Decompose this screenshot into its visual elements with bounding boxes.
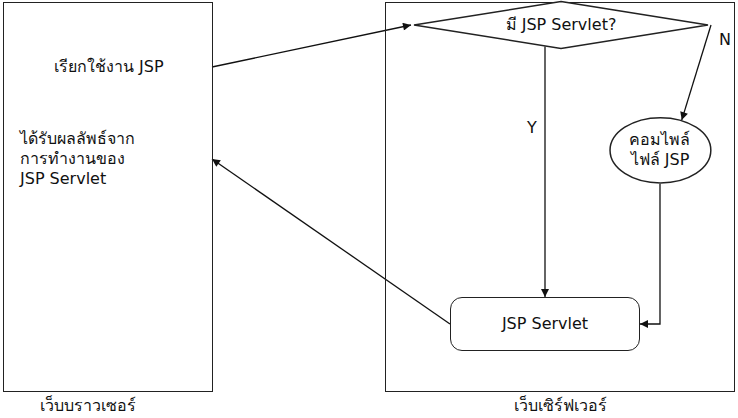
flow-arrow (682, 25, 711, 120)
browser-panel: เว็บบราวเซอร์เรียกใช้งาน JSPได้รับผลลัพธ… (3, 2, 213, 392)
panel-caption: เว็บเซิร์ฟเวอร์ (386, 396, 734, 416)
branch-label: Y (525, 118, 539, 137)
request-step: เรียกใช้งาน JSP (50, 53, 212, 81)
decision-diamond: มี JSP Servlet? (411, 1, 711, 49)
panel-caption: เว็บบราวเซอร์ (40, 396, 136, 416)
node-text: มี JSP Servlet? (506, 15, 617, 35)
diamond-outline-shape (414, 1, 708, 48)
node-text: เรียกใช้งาน JSP (54, 57, 208, 77)
flow-arrow (212, 159, 450, 324)
flow-arrow (212, 25, 411, 67)
flow-arrow (544, 46, 545, 297)
result-step: ได้รับผลลัพธ์จาก การทำงานของ JSP Servlet (16, 125, 212, 193)
server-panel: เว็บเซิร์ฟเวอร์มี JSP Servlet?คอมไพล์ ไฟ… (385, 2, 735, 392)
process-box: JSP Servlet (450, 297, 640, 351)
process-ellipse: คอมไพล์ ไฟล์ JSP (609, 117, 712, 184)
node-text: JSP Servlet (502, 314, 588, 334)
ellipse-outline-shape (610, 118, 711, 183)
node-text: คอมไพล์ ไฟล์ JSP (623, 130, 697, 170)
node-text: ได้รับผลลัพธ์จาก การทำงานของ JSP Servlet (20, 129, 138, 189)
branch-label: N (717, 30, 733, 49)
flow-arrow (640, 184, 660, 324)
